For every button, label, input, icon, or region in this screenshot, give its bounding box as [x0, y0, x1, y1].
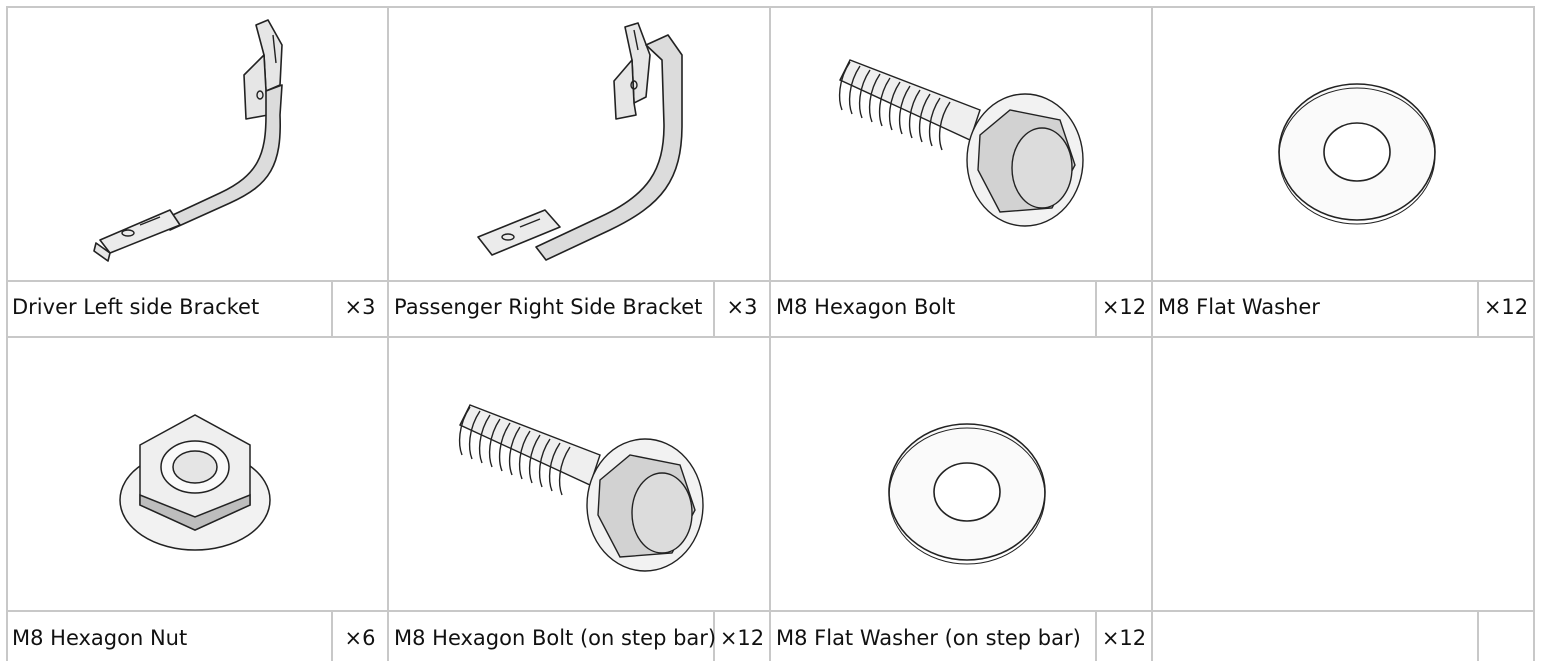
- passenger-right-bracket-icon: [450, 15, 730, 270]
- part-name: M8 Flat Washer (on step bar): [776, 626, 1081, 650]
- part-qty: ×3: [344, 295, 376, 319]
- flat-washer-icon: [1270, 80, 1445, 230]
- part-name: M8 Hexagon Bolt (on step bar): [394, 626, 717, 650]
- part-qty: ×3: [726, 295, 758, 319]
- part-qty: ×6: [344, 626, 376, 650]
- part-name: M8 Flat Washer: [1158, 295, 1320, 319]
- hex-bolt-icon: [440, 385, 720, 585]
- hex-bolt-icon: [820, 40, 1100, 240]
- hex-nut-icon: [110, 405, 280, 555]
- flat-washer-icon: [880, 420, 1055, 570]
- part-qty: ×12: [1101, 626, 1147, 650]
- part-name: M8 Hexagon Bolt: [776, 295, 956, 319]
- part-qty: ×12: [1483, 295, 1529, 319]
- part-qty: ×12: [1101, 295, 1147, 319]
- part-name: Driver Left side Bracket: [12, 295, 260, 319]
- driver-left-bracket-icon: [60, 15, 340, 270]
- part-name: M8 Hexagon Nut: [12, 626, 188, 650]
- part-qty: ×12: [719, 626, 765, 650]
- part-name: Passenger Right Side Bracket: [394, 295, 703, 319]
